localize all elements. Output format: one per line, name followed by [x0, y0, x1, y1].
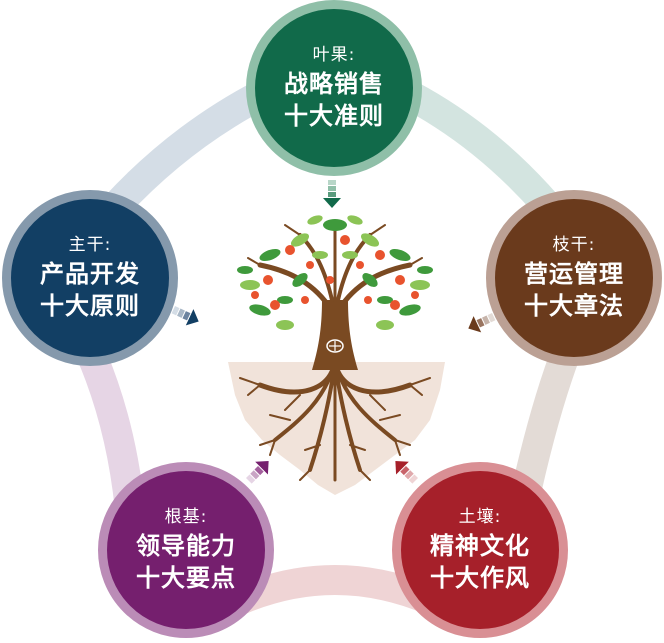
node-product-trunk: 主干: 产品开发 十大原则 — [2, 190, 178, 366]
tree-canopy — [237, 215, 433, 330]
node-title-line1: 领导能力 — [136, 532, 236, 560]
node-operations-branches: 枝干: 营运管理 十大章法 — [486, 190, 662, 366]
arrow-bottomright-upleft-icon — [395, 461, 418, 484]
node-title-line2: 十大章法 — [524, 292, 624, 320]
node-label: 土壤: — [458, 507, 502, 527]
node-label: 根基: — [164, 507, 208, 527]
tree-fruits — [251, 235, 419, 310]
node-label: 枝干: — [552, 235, 596, 255]
tree-branches — [247, 224, 423, 308]
node-label: 叶果: — [312, 45, 356, 65]
node-title-line2: 十大准则 — [284, 102, 384, 130]
node-title-line2: 十大原则 — [40, 292, 140, 320]
node-leadership-roots: 根基: 领导能力 十大要点 — [98, 462, 274, 638]
tree-roots — [239, 359, 431, 482]
node-title-line1: 营运管理 — [524, 260, 624, 288]
arrow-top-down-icon — [323, 180, 341, 208]
node-title-line2: 十大作风 — [430, 564, 530, 592]
node-culture-soil: 土壤: 精神文化 十大作风 — [392, 462, 568, 638]
node-label: 主干: — [68, 235, 112, 255]
arrow-bottomleft-upright-icon — [246, 461, 269, 484]
node-title-line2: 十大要点 — [136, 564, 236, 592]
node-sales-leaves: 叶果: 战略销售 十大准则 — [246, 0, 422, 176]
node-title-line1: 战略销售 — [284, 70, 384, 98]
arrow-left-downright-icon — [171, 306, 199, 326]
arrow-right-downleft-icon — [468, 313, 496, 333]
node-title-line1: 精神文化 — [430, 532, 530, 560]
tree-trunk — [312, 300, 358, 370]
company-logo-icon — [326, 339, 344, 353]
node-title-line1: 产品开发 — [40, 260, 140, 288]
